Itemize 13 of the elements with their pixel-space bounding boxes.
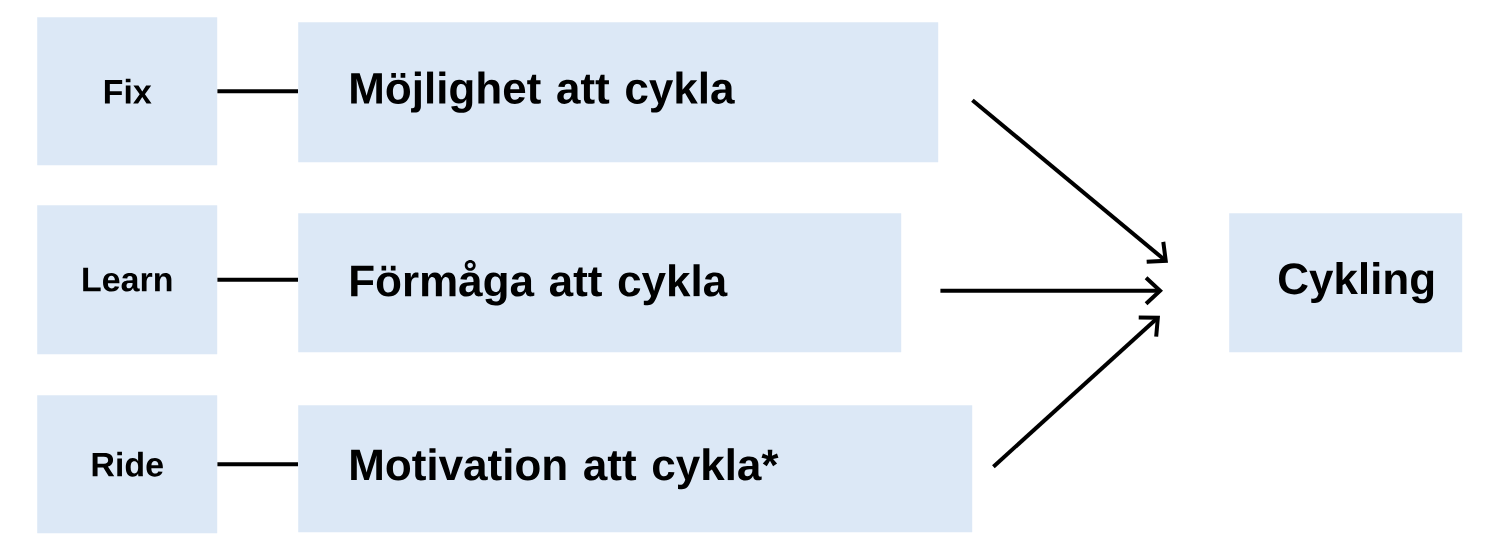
label-box: Ride [37,395,218,534]
connector-line [217,89,298,94]
concept-box: Förmåga att cykla [298,213,902,353]
label-box: Fix [37,17,218,166]
connector-line [217,277,298,282]
arrow [971,98,1168,264]
connector-line [217,462,298,467]
concept-box: Möjlighet att cykla [298,22,939,163]
arrow [992,315,1160,469]
arrow [940,276,1163,306]
label-box: Learn [37,205,218,355]
concept-box: Motivation att cykla* [298,405,973,533]
concept-box: Cykling [1229,213,1463,353]
